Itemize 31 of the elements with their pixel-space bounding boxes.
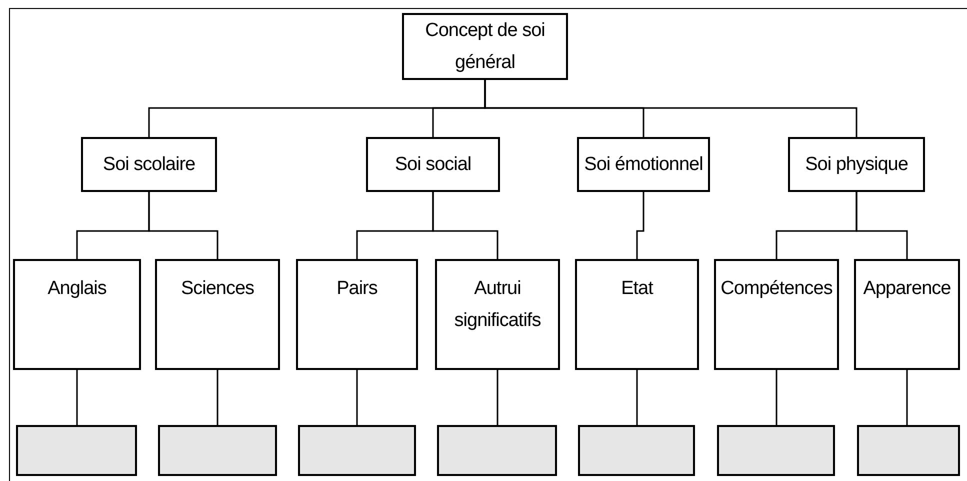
shaded-box <box>717 425 835 476</box>
connector-line <box>636 370 638 425</box>
shaded-box <box>437 425 557 476</box>
concept-box: Soi physique <box>788 137 925 192</box>
connector-line <box>432 192 498 259</box>
concept-box: Soi social <box>366 137 500 192</box>
concept-box: Etat <box>575 259 699 370</box>
connector-line <box>856 192 908 259</box>
concept-box: Sciences <box>155 259 280 370</box>
connector-line <box>484 80 858 137</box>
connector-line <box>496 370 498 425</box>
concept-box: Pairs <box>296 259 418 370</box>
connector-line <box>148 192 218 259</box>
connector-line <box>776 370 778 425</box>
concept-box: Soi émotionnel <box>577 137 710 192</box>
concept-box: Anglais <box>13 259 141 370</box>
concept-box: Soi scolaire <box>81 137 217 192</box>
connector-line <box>356 370 358 425</box>
concept-box: Compétences <box>714 259 839 370</box>
shaded-box <box>298 425 416 476</box>
connector-line <box>216 370 218 425</box>
connector-line <box>76 370 78 425</box>
shaded-box <box>857 425 960 476</box>
concept-box: Autrui significatifs <box>435 259 560 370</box>
concept-box: Concept de soi général <box>402 13 568 80</box>
shaded-box <box>158 425 277 476</box>
connector-line <box>906 370 908 425</box>
shaded-box <box>578 425 695 476</box>
connector-line <box>636 192 644 259</box>
concept-box: Apparence <box>854 259 960 370</box>
shaded-box <box>16 425 137 476</box>
